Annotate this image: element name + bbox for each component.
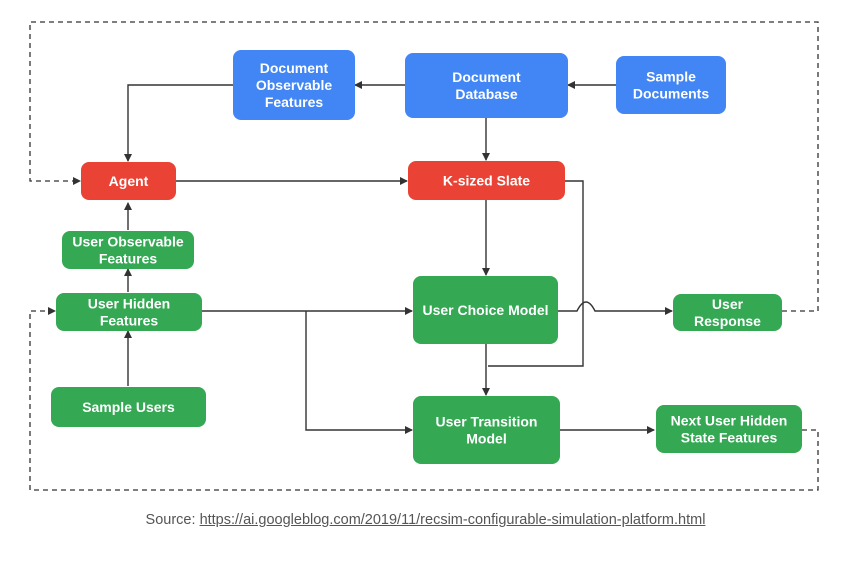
- node-label-line: User Hidden: [88, 296, 170, 312]
- node-box: [408, 161, 565, 200]
- edge-choice-model-to-response: [558, 301, 673, 315]
- node-label-line: State Features: [681, 430, 778, 446]
- node-box: [656, 405, 802, 453]
- node-box: [673, 294, 782, 331]
- node-sample-users: Sample Users: [51, 387, 206, 427]
- node-label-line: Next User Hidden: [671, 413, 788, 429]
- node-box: [413, 276, 558, 344]
- edge-observable-features-to-agent: [124, 84, 233, 162]
- node-label-line: Document: [260, 60, 329, 76]
- source-label: Source:: [145, 512, 196, 528]
- node-label-line: Document: [452, 69, 521, 85]
- node-box: [62, 231, 194, 269]
- node-agent: Agent: [81, 162, 176, 200]
- edge-hidden-to-transition-model: [305, 311, 413, 434]
- node-label-line: Response: [694, 313, 761, 329]
- node-box: [233, 50, 355, 120]
- node-box: [51, 387, 206, 427]
- node-label-line: Observable: [256, 77, 332, 93]
- node-label-line: User Observable: [72, 234, 183, 250]
- node-label-line: Database: [455, 86, 517, 102]
- node-label-line: Model: [466, 431, 506, 447]
- node-label-line: Agent: [109, 173, 149, 189]
- node-label-line: User Choice Model: [422, 302, 548, 318]
- node-box: [405, 53, 568, 118]
- node-box: [413, 396, 560, 464]
- source-line: Source: https://ai.googleblog.com/2019/1…: [0, 512, 851, 528]
- node-label-line: Documents: [633, 86, 709, 102]
- nodes-layer: DocumentObservableFeaturesDocumentDataba…: [51, 50, 802, 464]
- node-user-choice-model: User Choice Model: [413, 276, 558, 344]
- node-k-sized-slate: K-sized Slate: [408, 161, 565, 200]
- edge-slate-to-transition-model: [488, 180, 584, 367]
- node-label-line: Features: [100, 313, 159, 329]
- node-label-line: User: [712, 296, 744, 312]
- feedback-edge-response-to-agent: [29, 21, 819, 312]
- node-label-line: Features: [99, 251, 158, 267]
- node-label-line: Sample: [646, 69, 696, 85]
- node-label-line: Sample Users: [82, 399, 175, 415]
- node-box: [81, 162, 176, 200]
- node-box: [616, 56, 726, 114]
- feedback-edge-next-state-to-hidden: [29, 307, 819, 491]
- source-link[interactable]: https://ai.googleblog.com/2019/11/recsim…: [199, 512, 706, 528]
- node-label-line: User Transition: [436, 414, 538, 430]
- node-box: [56, 293, 202, 331]
- node-label-line: K-sized Slate: [443, 173, 530, 189]
- node-label-line: Features: [265, 94, 324, 110]
